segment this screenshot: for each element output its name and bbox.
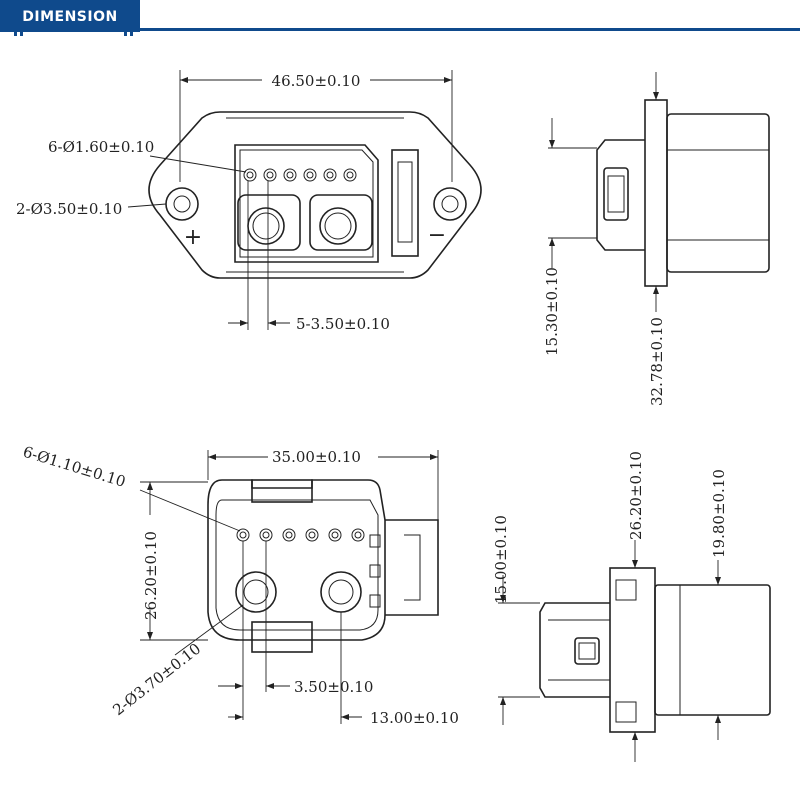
- rear-latch: [385, 519, 439, 616]
- side-latch-window: [603, 167, 629, 221]
- rear-bottom-clip: [251, 621, 313, 653]
- power-pin-minus-housing: [309, 194, 373, 251]
- dim-power-pitch: 13.00±0.10: [370, 709, 459, 727]
- dim-overall-width-top: 46.50±0.10: [272, 72, 361, 90]
- plus-mark: +: [184, 225, 202, 250]
- dim-overall-width-bottom: 35.00±0.10: [272, 448, 361, 466]
- side2-body: [654, 584, 771, 716]
- rear-signal-pins: [236, 528, 365, 542]
- flange-outline: [148, 111, 482, 279]
- connector-housing: [234, 144, 379, 263]
- dim-signal-holes-bottom: 6-Ø1.10±0.10: [21, 443, 128, 491]
- dim-power-holes: 2-Ø3.70±0.10: [109, 640, 204, 720]
- header-title: DIMENSION: [22, 9, 118, 25]
- minus-mark: −: [428, 223, 446, 248]
- dim-body-height-side: 19.80±0.10: [710, 469, 728, 558]
- dim-height-bottom: 26.20±0.10: [142, 531, 160, 620]
- front-view-top: [127, 70, 482, 330]
- side2-latch-window: [574, 637, 600, 665]
- side2-flange: [609, 567, 656, 733]
- side-view-bottom: [498, 540, 771, 762]
- dim-pin-pitch-top: 5-3.50±0.10: [296, 315, 390, 333]
- side-view-top: [548, 72, 770, 312]
- dim-signal-holes-top: 6-Ø1.60±0.10: [48, 138, 154, 156]
- signal-pins: [243, 168, 357, 182]
- side-body: [666, 113, 770, 273]
- header-tab: [0, 0, 140, 32]
- rear-view: [139, 450, 439, 724]
- power-pin-plus-housing: [237, 194, 301, 251]
- side2-plug: [539, 602, 610, 698]
- dim-pin-pitch-bottom: 3.50±0.10: [294, 678, 373, 696]
- latch: [391, 149, 419, 257]
- mount-hole-left: [165, 187, 199, 221]
- side-plug: [596, 139, 645, 251]
- rear-housing: [207, 479, 386, 641]
- rear-power-pin-left: [235, 571, 277, 613]
- dim-body-height: 32.78±0.10: [648, 317, 666, 406]
- rear-power-pin-right: [320, 571, 362, 613]
- header-stripes: [14, 31, 133, 36]
- header-bar: DIMENSION: [0, 0, 800, 36]
- power-pin-minus: [319, 207, 357, 245]
- dim-mount-holes: 2-Ø3.50±0.10: [16, 200, 122, 218]
- dim-height-side: 26.20±0.10: [627, 451, 645, 540]
- dim-flange-height: 15.30±0.10: [543, 267, 561, 356]
- side-flange: [644, 99, 668, 287]
- mount-hole-right: [433, 187, 467, 221]
- rear-top-clip: [251, 479, 313, 503]
- header-rule: [140, 28, 800, 31]
- dim-flange-offset: 15.00±0.10: [492, 515, 510, 604]
